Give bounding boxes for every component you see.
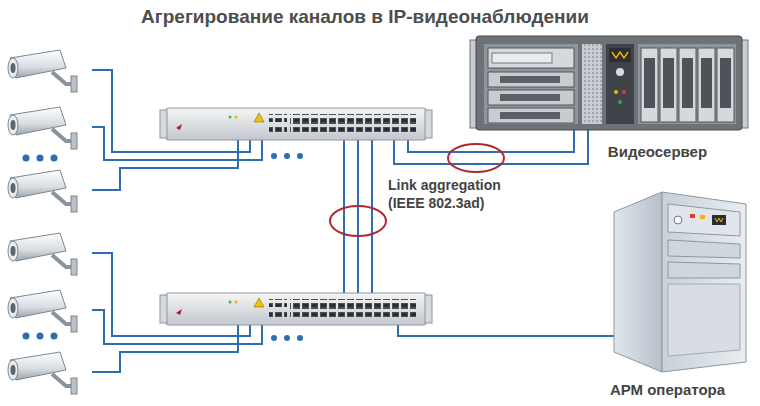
device-label: АРМ оператора	[610, 381, 725, 398]
workstation-tower	[614, 192, 746, 372]
network-switch	[160, 108, 432, 140]
aggregation-mark	[330, 206, 386, 236]
rack-server	[470, 36, 748, 130]
operator-workstation: АРМ оператора	[585, 185, 750, 400]
diagram-title: Агрегирование каналов в IP-видеонаблюден…	[0, 6, 730, 28]
aggregation-mark	[448, 144, 504, 172]
aggregation-label: Link aggregation (IEEE 802.3ad)	[388, 176, 538, 212]
network-switch	[160, 293, 432, 325]
ip-camera	[8, 50, 77, 394]
camera-cable	[92, 70, 614, 372]
device-label: Видеосервер	[608, 143, 707, 160]
video-server: Видеосервер	[475, 36, 750, 162]
